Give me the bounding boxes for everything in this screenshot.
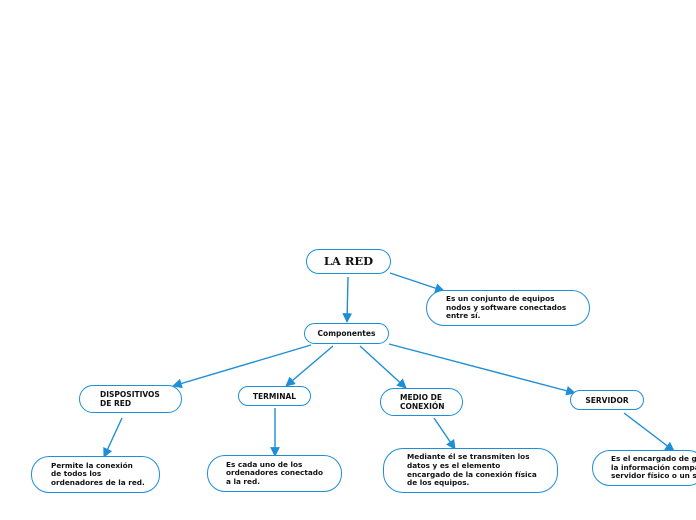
medio-description: Mediante él se transmiten los datos y es… — [407, 452, 537, 488]
edge-root-components — [342, 276, 353, 323]
medio-node[interactable]: MEDIO DE CONEXIÓN — [380, 388, 463, 416]
edge-medio-description — [433, 417, 456, 450]
definition-node[interactable]: Es un conjunto de equipos nodos y softwa… — [426, 290, 590, 326]
edge-components-medio — [359, 345, 407, 389]
terminal-description: Es cada uno de los ordenadores conectado… — [226, 459, 324, 486]
medio-description-node[interactable]: Mediante él se transmiten los datos y es… — [383, 448, 558, 493]
medio-title: MEDIO DE CONEXIÓN — [400, 393, 445, 411]
root-node-label: LA RED — [323, 254, 374, 268]
terminal-description-node[interactable]: Es cada uno de los ordenadores conectado… — [207, 455, 342, 492]
servidor-title: SERVIDOR — [585, 395, 629, 405]
edge-components-dispositivos — [172, 344, 312, 389]
dispositivos-node[interactable]: DISPOSITIVOS DE RED — [79, 385, 182, 413]
edge-dispositivos-description — [103, 417, 123, 458]
components-label: Componentes — [317, 329, 376, 338]
edge-root-definition — [389, 272, 445, 293]
components-node[interactable]: Componentes — [304, 323, 389, 344]
servidor-description: Es el encargado de ge la información com… — [611, 454, 696, 481]
servidor-node[interactable]: SERVIDOR — [570, 390, 644, 410]
edge-components-servidor — [388, 343, 576, 396]
dispositivos-description-node[interactable]: Permite la conexión de todos los ordenad… — [31, 456, 160, 493]
edge-servidor-description — [623, 412, 675, 452]
edge-components-terminal — [285, 345, 334, 387]
terminal-node[interactable]: TERMINAL — [238, 386, 311, 406]
terminal-title: TERMINAL — [252, 391, 297, 401]
dispositivos-title: DISPOSITIVOS DE RED — [100, 390, 160, 408]
servidor-description-node[interactable]: Es el encargado de ge la información com… — [592, 450, 696, 486]
root-node[interactable]: LA RED — [306, 249, 391, 274]
dispositivos-description: Permite la conexión de todos los ordenad… — [51, 460, 145, 487]
definition-text: Es un conjunto de equipos nodos y softwa… — [446, 294, 567, 321]
